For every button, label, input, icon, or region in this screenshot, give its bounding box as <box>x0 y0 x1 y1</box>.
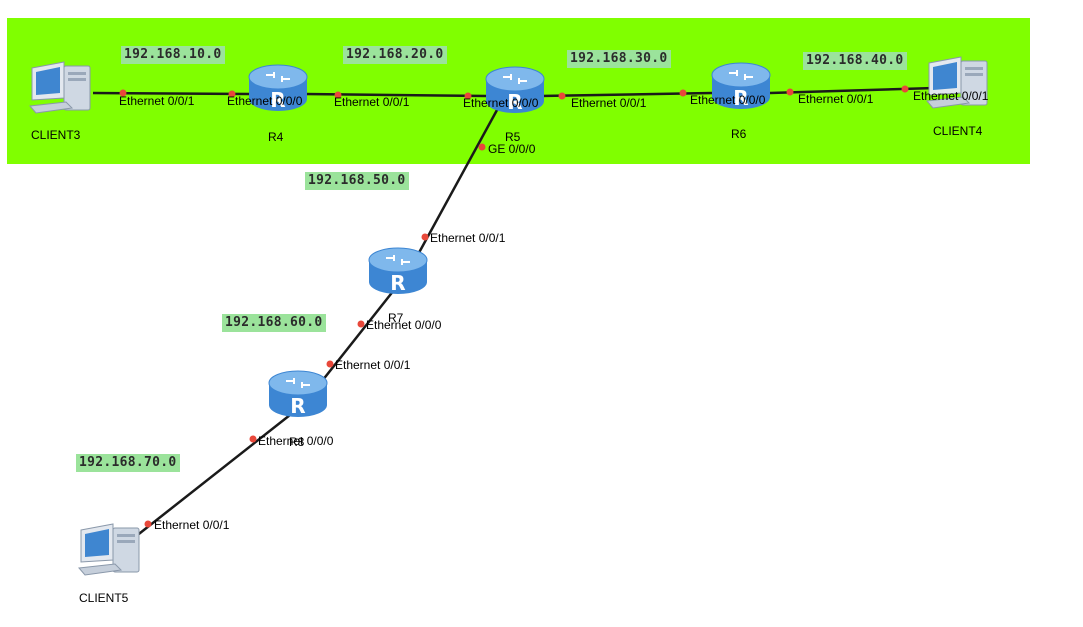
port-dot-r7-e00 <box>357 320 365 328</box>
svg-text:R: R <box>390 271 405 295</box>
client4-device[interactable] <box>925 55 995 118</box>
r4-device[interactable]: R <box>247 63 309 120</box>
port-label-client4-e01: Ethernet 0/0/1 <box>913 89 989 103</box>
port-label-r8-e01: Ethernet 0/0/1 <box>335 358 411 372</box>
port-label-r5-e01: Ethernet 0/0/1 <box>571 96 647 110</box>
svg-text:R: R <box>507 90 522 114</box>
port-label-client3-e01: Ethernet 0/0/1 <box>119 94 195 108</box>
network-label-40: 192.168.40.0 <box>803 52 907 70</box>
client3-name: CLIENT3 <box>31 128 81 142</box>
pc-icon <box>78 523 140 576</box>
svg-text:R: R <box>290 394 305 418</box>
port-dot-r8-e01 <box>326 360 334 368</box>
router-icon: R <box>268 370 328 418</box>
router-icon: R <box>248 64 308 112</box>
r5-device[interactable]: R <box>484 65 546 122</box>
port-dot-r6-e00 <box>679 89 687 97</box>
network-label-10: 192.168.10.0 <box>121 46 225 64</box>
port-dot-r5-ge00 <box>478 143 486 151</box>
port-dot-r4-e00 <box>228 90 236 98</box>
network-label-60: 192.168.60.0 <box>222 314 326 332</box>
router-icon: R <box>711 62 771 110</box>
port-label-r7-e00: Ethernet 0/0/0 <box>366 318 442 332</box>
port-dot-r4-e01 <box>334 91 342 99</box>
r5-name: R5 <box>505 130 521 144</box>
client3-device[interactable] <box>28 60 98 123</box>
port-dot-r7-e01 <box>421 233 429 241</box>
network-label-50: 192.168.50.0 <box>305 172 409 190</box>
network-label-70: 192.168.70.0 <box>76 454 180 472</box>
port-dot-r5-e00 <box>464 92 472 100</box>
client5-device[interactable] <box>77 522 147 585</box>
pc-icon <box>926 56 988 109</box>
port-label-r6-e00: Ethernet 0/0/0 <box>690 93 766 107</box>
r8-name: R8 <box>289 435 305 449</box>
port-dot-r6-e01 <box>786 88 794 96</box>
router-icon: R <box>485 66 545 114</box>
pc-icon <box>29 61 91 114</box>
port-label-r4-e00: Ethernet 0/0/0 <box>227 94 303 108</box>
port-label-client5-e01: Ethernet 0/0/1 <box>154 518 230 532</box>
network-label-30: 192.168.30.0 <box>567 50 671 68</box>
port-label-r5-e00: Ethernet 0/0/0 <box>463 96 539 110</box>
port-label-r5-ge00: GE 0/0/0 <box>488 142 536 156</box>
port-dot-client3-e01 <box>119 89 127 97</box>
svg-text:R: R <box>733 86 748 110</box>
router-icon: R <box>368 247 428 295</box>
svg-text:R: R <box>270 88 285 112</box>
port-dot-r5-e01 <box>558 92 566 100</box>
r6-device[interactable]: R <box>710 61 772 118</box>
port-label-r6-e01: Ethernet 0/0/1 <box>798 92 874 106</box>
r6-name: R6 <box>731 127 747 141</box>
r8-device[interactable]: R <box>267 369 329 426</box>
port-label-r4-e01: Ethernet 0/0/1 <box>334 95 410 109</box>
r7-device[interactable]: R <box>367 246 429 303</box>
port-label-r8-e00: Ethernet 0/0/0 <box>258 434 334 448</box>
r7-name: R7 <box>388 311 404 325</box>
port-label-r7-e01: Ethernet 0/0/1 <box>430 231 506 245</box>
port-dot-client5-e01 <box>144 520 152 528</box>
network-label-20: 192.168.20.0 <box>343 46 447 64</box>
link-client3-r4[interactable] <box>92 91 251 96</box>
client5-name: CLIENT5 <box>79 591 129 605</box>
port-dot-client4-e01 <box>901 85 909 93</box>
link-r5-r7[interactable] <box>413 109 499 261</box>
client4-name: CLIENT4 <box>933 124 983 138</box>
link-r8-client5[interactable] <box>134 414 291 538</box>
r4-name: R4 <box>268 130 284 144</box>
port-dot-r8-e00 <box>249 435 257 443</box>
